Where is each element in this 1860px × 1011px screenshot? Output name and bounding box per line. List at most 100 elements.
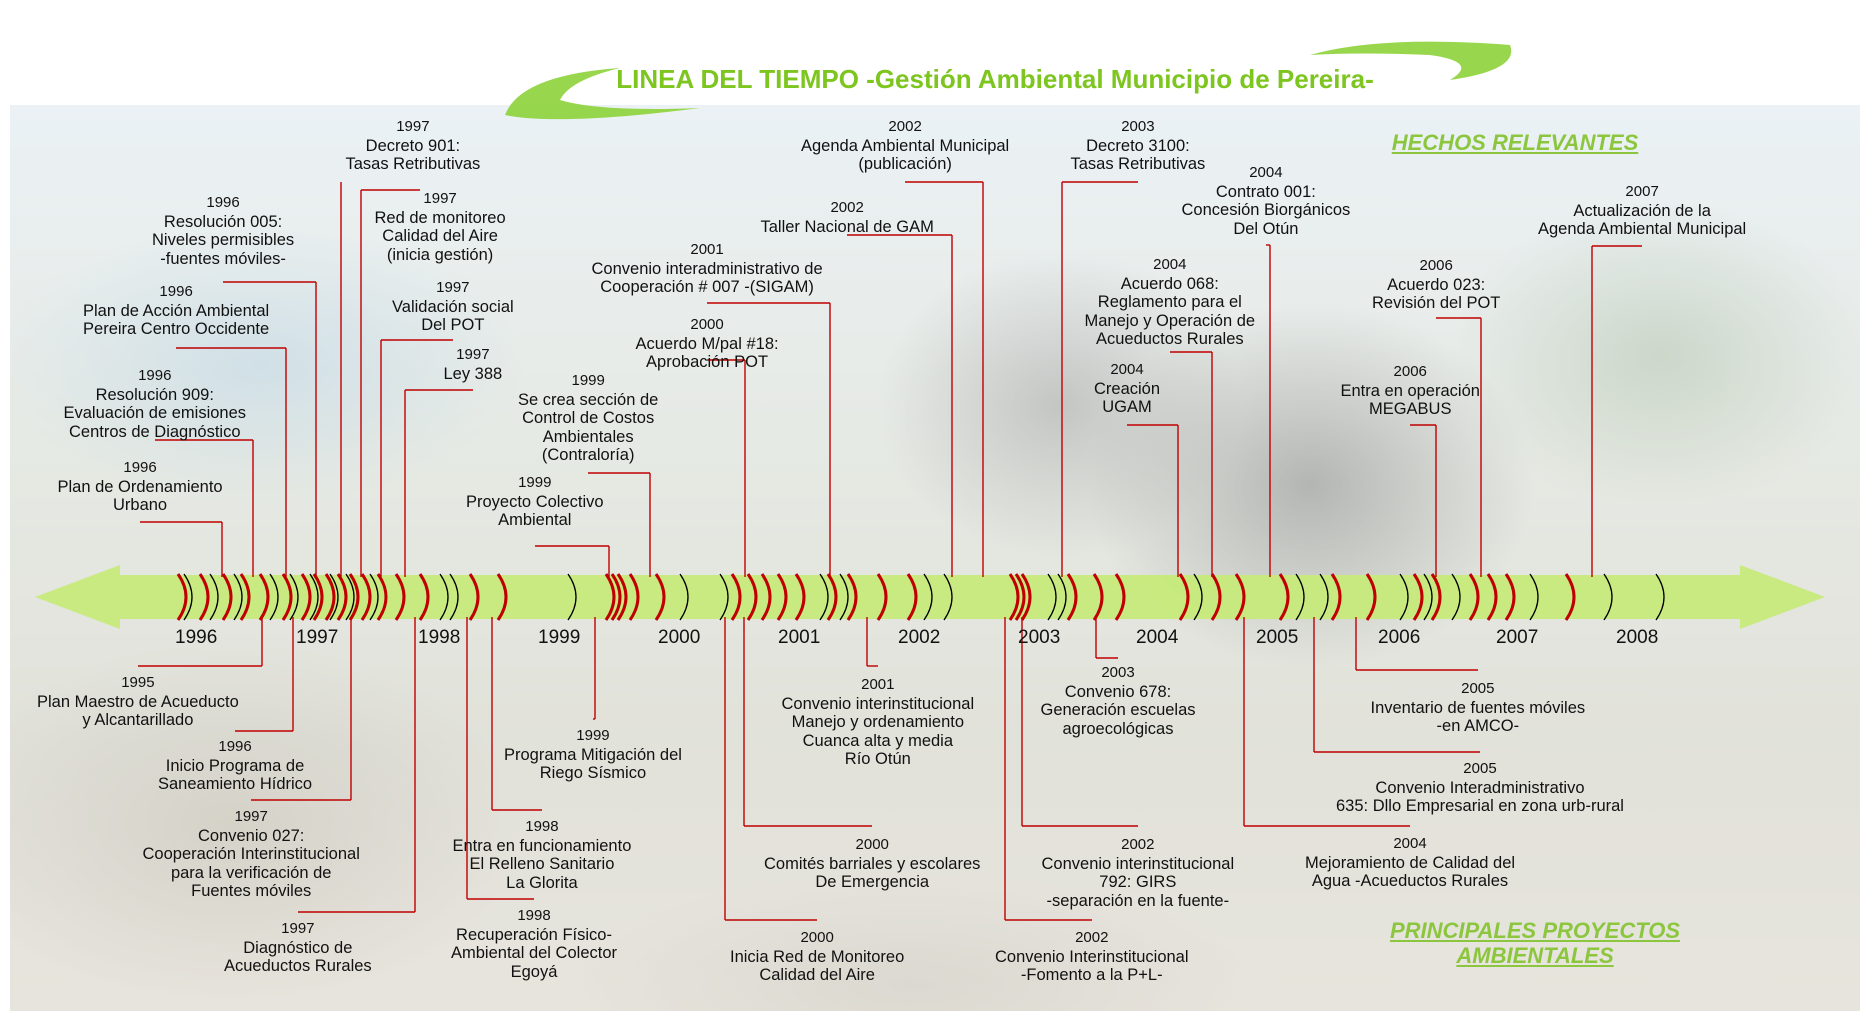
event-year: 1999 <box>518 474 552 491</box>
event-tick-mark <box>1412 573 1424 621</box>
event-tick-mark <box>906 573 918 621</box>
event-tick-mark <box>1114 573 1126 621</box>
tick-mark <box>1057 573 1067 621</box>
event-year: 1996 <box>138 367 172 384</box>
event-tick-mark <box>1020 573 1032 621</box>
event-text: Mejoramiento de Calidad del Agua -Acuedu… <box>1305 853 1516 891</box>
event-text: Acuerdo 068: Reglamento para el Manejo y… <box>1084 274 1256 349</box>
tick-mark <box>233 573 243 621</box>
event-tick-mark <box>746 573 758 621</box>
event-year: 2004 <box>1110 361 1144 378</box>
event-text: Inicia Red de Monitoreo Calidad del Aire <box>730 947 905 985</box>
section-hechos-relevantes: HECHOS RELEVANTES <box>1391 130 1639 155</box>
tick-mark <box>839 573 849 621</box>
event-year: 2003 <box>1101 664 1135 681</box>
event-text: Plan de Ordenamiento Urbano <box>57 477 223 515</box>
background-photo <box>10 105 1860 1011</box>
event-year: 2002 <box>1121 836 1155 853</box>
tick-mark <box>1319 573 1329 621</box>
event-tick-mark <box>604 573 616 621</box>
event-tick-mark <box>1486 573 1498 621</box>
event-tick-mark <box>826 573 838 621</box>
event-text: Recuperación Físico- Ambiental del Colec… <box>451 925 617 981</box>
event-tick-mark <box>258 573 270 621</box>
axis-year-2004: 2004 <box>1136 627 1179 648</box>
event-year: 2003 <box>1121 118 1155 135</box>
event-text: Comités barriales y escolares De Emergen… <box>764 854 981 892</box>
event-tick-mark <box>846 573 858 621</box>
event-tick-mark <box>281 573 293 621</box>
tick-mark <box>369 573 379 621</box>
tick-mark <box>567 573 577 621</box>
axis-year-1999: 1999 <box>538 627 581 648</box>
event-year: 1997 <box>436 279 470 296</box>
event-text: Creación UGAM <box>1094 379 1161 417</box>
event-text: Acuerdo M/pal #18: Aprobación POT <box>635 334 779 372</box>
axis-year-2006: 2006 <box>1378 627 1421 648</box>
event-tick-mark <box>1468 573 1480 621</box>
event-tick-mark <box>300 573 312 621</box>
axis-year-2000: 2000 <box>658 627 701 648</box>
event-text: Diagnóstico de Acueductos Rurales <box>224 938 372 976</box>
event-tick-mark <box>348 573 360 621</box>
event-text: Proyecto Colectivo Ambiental <box>466 492 604 530</box>
event-text: Acuerdo 023: Revisión del POT <box>1372 275 1501 313</box>
event-year: 1996 <box>123 459 157 476</box>
event-tick-mark <box>1066 573 1078 621</box>
event-text: Contrato 001: Concesión Biorgánicos Del … <box>1181 182 1351 238</box>
axis-year-2002: 2002 <box>898 627 941 648</box>
event-text: Convenio interinstitucional 792: GIRS -s… <box>1041 854 1235 910</box>
event-tick-mark <box>360 573 372 621</box>
event-tick-mark <box>1178 573 1190 621</box>
event-year: 2002 <box>830 199 864 216</box>
event-text: Convenio 027: Cooperación Interinstituci… <box>142 826 360 901</box>
title-swoosh-left <box>505 68 700 120</box>
event-year: 2004 <box>1393 835 1427 852</box>
event-tick-mark <box>794 573 806 621</box>
event-text: Ley 388 <box>443 364 503 383</box>
connector-lines <box>138 181 1642 921</box>
axis-year-2003: 2003 <box>1018 627 1061 648</box>
tick-mark <box>943 573 953 621</box>
event-year: 2007 <box>1625 183 1659 200</box>
event-year: 2000 <box>855 836 889 853</box>
event-text: Plan Maestro de Acueducto y Alcantarilla… <box>37 692 239 730</box>
event-tick-mark <box>628 573 640 621</box>
event-tick-mark <box>1014 573 1026 621</box>
event-text: Convenio 678: Generación escuelas agroec… <box>1040 682 1196 738</box>
event-tick-mark <box>221 573 233 621</box>
timeline-title: LINEA DEL TIEMPO -Gestión Ambiental Muni… <box>616 64 1374 94</box>
event-year: 2001 <box>690 241 724 258</box>
event-year: 2000 <box>690 316 724 333</box>
event-year: 1995 <box>121 674 155 691</box>
event-text: Taller Nacional de GAM <box>760 217 934 236</box>
event-year: 2002 <box>888 118 922 135</box>
event-tick-mark <box>876 573 888 621</box>
tick-mark <box>1295 573 1305 621</box>
event-year: 1997 <box>281 920 315 937</box>
event-year: 2006 <box>1419 257 1453 274</box>
tick-mark <box>329 573 339 621</box>
tick-mark <box>209 573 219 621</box>
tick-mark <box>439 573 449 621</box>
event-text: Entra en funcionamiento El Relleno Sanit… <box>452 836 632 892</box>
